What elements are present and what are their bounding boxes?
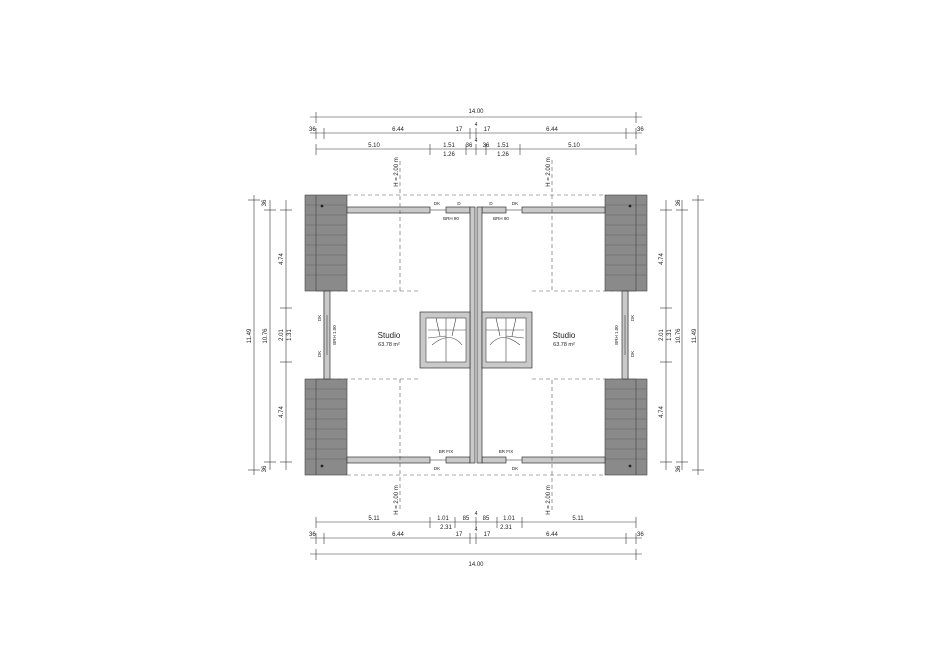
right-dimension-chains: 4.74 2.01 1.31 4.74 10.76 11.49 36 36 [659, 195, 704, 475]
height-label-top-right: H = 2.00 m [546, 157, 552, 187]
top-dim-126-left: 1.26 [443, 152, 455, 158]
bottom-dim-17-right: 17 [484, 532, 491, 538]
markers [320, 204, 632, 468]
room-name-left: Studio [378, 331, 401, 340]
bottom-dim-4: 4 [475, 511, 478, 517]
br-fix-bottom-right: BR FIX [499, 449, 514, 454]
bottom-dim-101-left: 1.01 [437, 516, 449, 522]
bottom-dim-4-row2: 4 [475, 527, 478, 533]
party-wall-right [476, 206, 483, 464]
bottom-dim-644-right: 6.44 [546, 532, 558, 538]
bottom-total-dimension: 14.00 [468, 562, 484, 568]
top-dim-36-mid-right: 36 [483, 143, 490, 149]
top-dim-510-left: 5.10 [368, 143, 380, 149]
room-name-right: Studio [553, 331, 576, 340]
bottom-dim-231-right: 2.31 [500, 525, 512, 531]
top-dim-17-left: 17 [456, 127, 463, 133]
left-dim-mid: 10.76 [263, 328, 269, 344]
bottom-dimension-chains: 5.11 1.01 85 4 85 1.01 5.11 2.31 2.31 36… [309, 511, 644, 568]
wall-top-left-mid [445, 206, 471, 214]
right-dim-seg-bottom: 4.74 [659, 406, 665, 418]
brh-top-right: BRH 90 [493, 216, 509, 221]
bottom-dim-511-left: 5.11 [368, 516, 380, 522]
roof-left-top [304, 194, 348, 292]
right-dim-sub: 1.31 [667, 329, 673, 341]
top-total-dimension: 14.00 [468, 109, 484, 115]
dk-bottom-left: DK [434, 466, 440, 471]
bottom-dim-101-right: 1.01 [503, 516, 515, 522]
height-label-bottom-left: H = 2.00 m [394, 485, 400, 515]
openings [326, 209, 626, 461]
wall-bottom-left [346, 456, 431, 464]
side-dk-left-bottom: DK [317, 351, 322, 357]
right-dim-end-bottom: 36 [676, 465, 682, 472]
wall-top-left [346, 206, 431, 214]
room-area-right: 63.78 m² [553, 342, 575, 348]
side-dk-right-top: DK [630, 315, 635, 321]
bottom-dim-85-left: 85 [463, 516, 470, 522]
top-dim-151-right: 1.51 [497, 143, 509, 149]
bottom-dim-85-right: 85 [483, 516, 490, 522]
left-dim-sub: 1.31 [287, 329, 293, 341]
roof-slopes [304, 194, 648, 476]
height-label-bottom-right: H = 2.00 m [546, 485, 552, 515]
top-dim-126-right: 1.26 [497, 152, 509, 158]
wall-bottom-right [521, 456, 606, 464]
top-dim-151-left: 1.51 [443, 143, 455, 149]
bottom-dim-231-left: 2.31 [440, 525, 452, 531]
top-dim-36-mid-left: 36 [466, 143, 473, 149]
bottom-dim-17-left: 17 [456, 532, 463, 538]
dk-bottom-right: DK [512, 466, 518, 471]
right-dim-seg-top: 4.74 [659, 253, 665, 265]
walls [315, 195, 637, 475]
window-label-d-top-left: D [457, 201, 461, 206]
right-dim-mid: 10.76 [676, 328, 682, 344]
top-dim-36-right: 36 [637, 127, 644, 133]
top-dim-644-right: 6.44 [546, 127, 558, 133]
brh-side-left: BRH 1.00 [332, 325, 337, 345]
wall-top-right [521, 206, 606, 214]
top-dim-644-left: 6.44 [392, 127, 404, 133]
right-dim-end-top: 36 [676, 199, 682, 206]
left-dim-seg-mid: 2.01 [279, 329, 285, 341]
side-dk-left-top: DK [317, 315, 322, 321]
bottom-dim-644-left: 6.44 [392, 532, 404, 538]
left-dim-outer: 11.49 [247, 328, 253, 343]
top-dim-510-right: 5.10 [568, 143, 580, 149]
roof-left-bottom [304, 378, 348, 476]
left-dim-end-top: 36 [262, 199, 268, 206]
top-dimension-chains: 14.00 36 6.44 17 4 17 6.44 36 5.10 1.51 … [309, 109, 644, 158]
party-wall-left [469, 206, 476, 464]
roof-right-bottom [604, 378, 648, 476]
side-dk-right-bottom: DK [630, 351, 635, 357]
left-dim-seg-bottom: 4.74 [279, 406, 285, 418]
bottom-dim-511-right: 5.11 [572, 516, 584, 522]
bottom-dim-36-right: 36 [637, 532, 644, 538]
top-dim-4-mid: 4 [475, 138, 478, 144]
roof-right-top [604, 194, 648, 292]
height-label-top-left: H = 2.00 m [394, 157, 400, 187]
wall-bottom-left-mid [445, 456, 471, 464]
window-label-dk-top-right: DK [512, 201, 518, 206]
right-dim-seg-mid: 2.01 [659, 329, 665, 341]
br-fix-bottom-left: BR FIX [439, 449, 454, 454]
stairs [419, 311, 533, 369]
top-dim-17-right: 17 [484, 127, 491, 133]
brh-top-left: BRH 90 [443, 216, 459, 221]
brh-side-right: BRH 1.00 [614, 325, 619, 345]
wall-top-right-mid [481, 206, 507, 214]
left-dimension-chains: 11.49 10.76 4.74 2.01 1.31 4.74 36 36 [247, 195, 293, 475]
window-label-d-top-right: D [489, 201, 493, 206]
left-dim-end-bottom: 36 [262, 465, 268, 472]
left-dim-seg-top: 4.74 [279, 253, 285, 265]
wall-bottom-right-mid [481, 456, 507, 464]
room-area-left: 63.78 m² [378, 342, 400, 348]
right-dim-outer: 11.49 [692, 328, 698, 343]
bottom-dim-36-left: 36 [309, 532, 316, 538]
top-dim-4: 4 [475, 122, 478, 128]
top-dim-36-left: 36 [309, 127, 316, 133]
height-lines [330, 160, 622, 510]
window-label-dk-top-left: DK [434, 201, 440, 206]
